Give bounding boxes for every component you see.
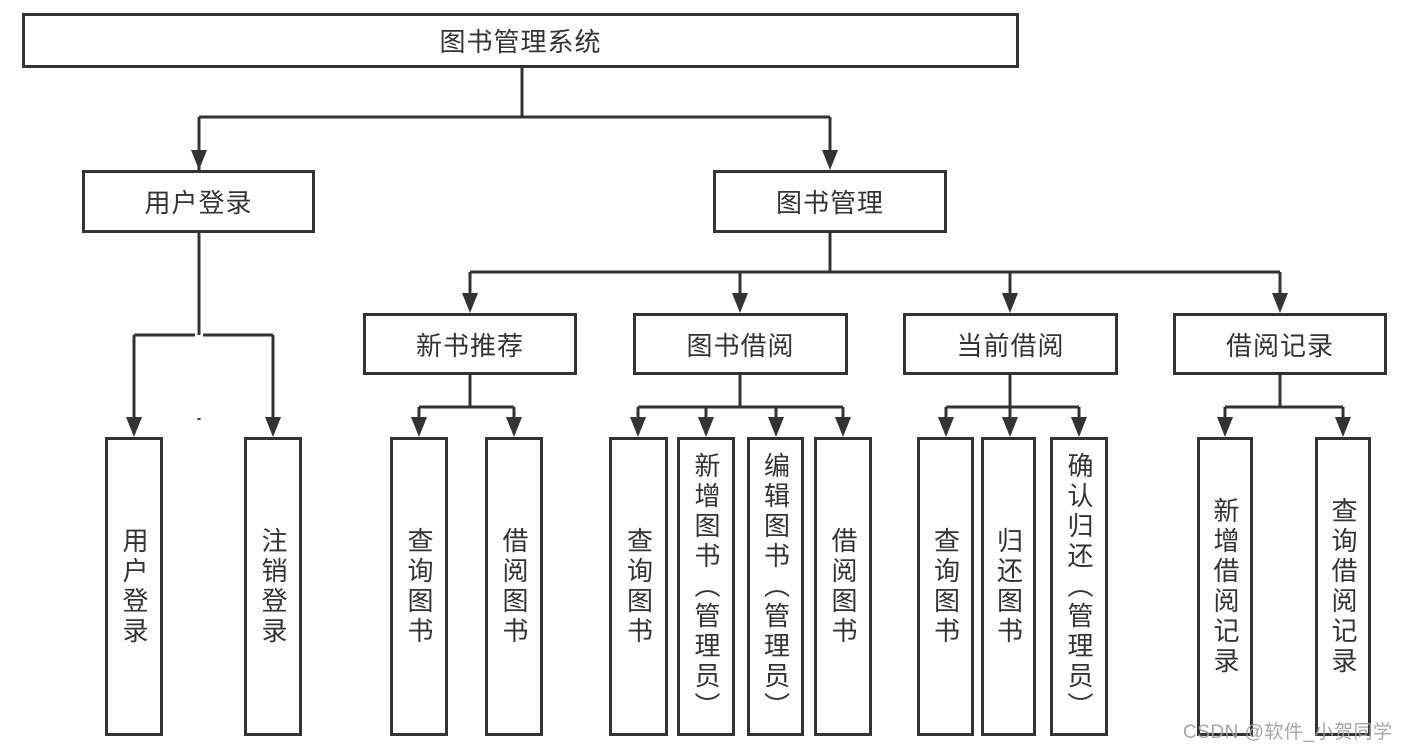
node-leaf-query-books-3: 查询图书 — [917, 437, 974, 736]
node-book-borrow: 图书借阅 — [633, 313, 848, 375]
node-leaf-query-books-2-label: 查询图书 — [623, 526, 654, 647]
node-user-login: 用户登录 — [82, 170, 315, 233]
node-new-book-recommend: 新书推荐 — [363, 313, 577, 375]
node-leaf-edit-books-admin-label: 编辑图书（管理员） — [760, 451, 791, 722]
node-leaf-query-borrow-record: 查询借阅记录 — [1315, 437, 1371, 736]
node-user-login-label: 用户登录 — [144, 188, 253, 218]
node-leaf-query-books-2: 查询图书 — [609, 437, 668, 736]
node-leaf-borrow-books-2: 借阅图书 — [814, 437, 872, 736]
node-borrow-records: 借阅记录 — [1173, 313, 1387, 375]
node-root: 图书管理系统 — [22, 13, 1019, 68]
node-leaf-borrow-books-1: 借阅图书 — [485, 437, 543, 736]
node-leaf-edit-books-admin: 编辑图书（管理员） — [747, 437, 804, 736]
node-leaf-user-login: 用户登录 — [105, 437, 163, 736]
node-root-label: 图书管理系统 — [439, 27, 602, 57]
node-leaf-query-books-1: 查询图书 — [390, 437, 448, 736]
node-book-management: 图书管理 — [713, 170, 947, 233]
node-leaf-add-borrow-record: 新增借阅记录 — [1197, 437, 1253, 736]
node-leaf-query-books-1-label: 查询图书 — [404, 526, 434, 647]
node-current-borrow: 当前借阅 — [903, 313, 1118, 375]
node-leaf-return-books: 归还图书 — [981, 437, 1036, 736]
node-book-management-label: 图书管理 — [775, 188, 884, 218]
node-leaf-query-books-3-label: 查询图书 — [930, 526, 961, 647]
node-leaf-add-books-admin-label: 新增图书（管理员） — [691, 451, 721, 722]
node-leaf-query-borrow-record-label: 查询借阅记录 — [1328, 496, 1358, 677]
node-leaf-return-books-label: 归还图书 — [993, 526, 1024, 647]
node-book-borrow-label: 图书借阅 — [686, 330, 795, 361]
node-leaf-add-books-admin: 新增图书（管理员） — [677, 437, 735, 736]
node-leaf-add-borrow-record-label: 新增借阅记录 — [1210, 496, 1240, 677]
watermark: CSDN @软件_小贺同学 — [1183, 722, 1393, 743]
node-new-book-recommend-label: 新书推荐 — [415, 330, 524, 361]
node-leaf-user-login-label: 用户登录 — [119, 526, 149, 647]
node-current-borrow-label: 当前借阅 — [956, 330, 1065, 361]
node-leaf-confirm-return-admin: 确认归还（管理员） — [1050, 437, 1108, 736]
node-leaf-borrow-books-2-label: 借阅图书 — [828, 526, 858, 647]
node-leaf-confirm-return-admin-label: 确认归还（管理员） — [1064, 451, 1094, 722]
node-leaf-logout-label: 注销登录 — [258, 526, 288, 647]
node-borrow-records-label: 借阅记录 — [1225, 330, 1334, 361]
node-leaf-borrow-books-1-label: 借阅图书 — [499, 526, 529, 647]
node-leaf-logout: 注销登录 — [244, 437, 302, 736]
